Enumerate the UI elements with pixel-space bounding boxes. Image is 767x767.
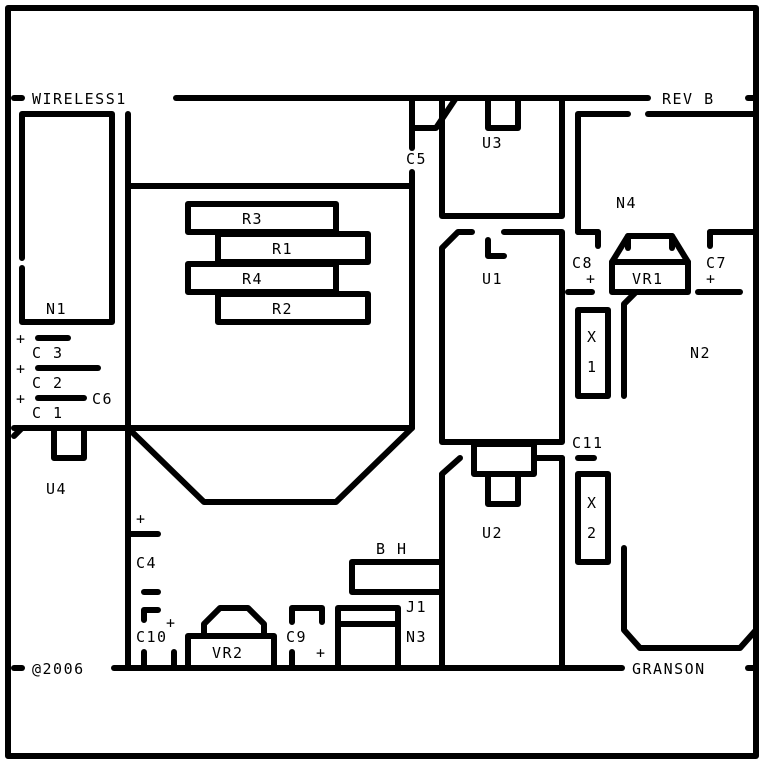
label-j1: J1 bbox=[406, 598, 427, 616]
label-c5: C5 bbox=[406, 150, 427, 168]
n3-outline bbox=[335, 605, 401, 671]
author-label: GRANSON bbox=[632, 660, 706, 678]
label-u3: U3 bbox=[482, 134, 503, 152]
x2-body bbox=[575, 471, 611, 565]
label-n3: N3 bbox=[406, 628, 427, 646]
n4-outline bbox=[575, 111, 631, 235]
label-n1: N1 bbox=[46, 300, 67, 318]
copyright-label: @2006 bbox=[32, 660, 85, 678]
label-c11: C11 bbox=[572, 434, 604, 452]
polarity-mark-c3: + bbox=[16, 330, 27, 348]
u2-heatsink bbox=[471, 441, 537, 477]
label-vr1: VR1 bbox=[632, 270, 664, 288]
polarity-mark-c4: + bbox=[136, 510, 147, 528]
label-c4: C4 bbox=[136, 554, 157, 572]
r2-body bbox=[215, 291, 371, 325]
u2-outline bbox=[439, 455, 463, 671]
label-u1: U1 bbox=[482, 270, 503, 288]
label-x2-top: X bbox=[587, 494, 598, 512]
label-vr2: VR2 bbox=[212, 644, 244, 662]
n1-outline bbox=[19, 111, 115, 325]
label-n2: N2 bbox=[690, 344, 711, 362]
label-c1: C 1 bbox=[32, 404, 64, 422]
u1-outline bbox=[439, 229, 565, 445]
u4-tab bbox=[51, 425, 87, 461]
revision-label: REV B bbox=[662, 90, 715, 108]
label-c6: C6 bbox=[92, 390, 113, 408]
c5-bracket bbox=[409, 95, 459, 131]
u1-tab bbox=[485, 237, 507, 259]
label-x1-top: X bbox=[587, 328, 598, 346]
vr2-outline bbox=[185, 633, 277, 671]
label-r4: R4 bbox=[242, 270, 263, 288]
label-c3: C 3 bbox=[32, 344, 64, 362]
polarity-mark-c8: + bbox=[586, 270, 597, 288]
polarity-mark-c1: + bbox=[16, 390, 27, 408]
label-c2: C 2 bbox=[32, 374, 64, 392]
u3-tab bbox=[485, 95, 521, 131]
polarity-mark-c10: + bbox=[166, 614, 177, 632]
label-r1: R1 bbox=[272, 240, 293, 258]
polarity-mark-c7: + bbox=[706, 270, 717, 288]
label-x2-bottom: 2 bbox=[587, 524, 598, 542]
label-r2: R2 bbox=[272, 300, 293, 318]
label-c7: C7 bbox=[706, 254, 727, 272]
label-n4: N4 bbox=[616, 194, 637, 212]
polarity-mark-c9: + bbox=[316, 644, 327, 662]
x1-body bbox=[575, 307, 611, 399]
c9-bracket bbox=[289, 605, 325, 625]
polarity-mark-c2: + bbox=[16, 360, 27, 378]
label-u2: U2 bbox=[482, 524, 503, 542]
n2-outline bbox=[621, 289, 639, 399]
label-bh: B H bbox=[376, 540, 408, 558]
board-border bbox=[5, 5, 759, 759]
u2-tab bbox=[485, 471, 521, 507]
label-r3: R3 bbox=[242, 210, 263, 228]
bh-connector bbox=[349, 559, 445, 595]
label-u4: U4 bbox=[46, 480, 67, 498]
label-c8: C8 bbox=[572, 254, 593, 272]
c10-bracket bbox=[141, 607, 161, 623]
label-c10: C10 bbox=[136, 628, 168, 646]
label-x1-bottom: 1 bbox=[587, 358, 598, 376]
u3-outline bbox=[439, 95, 565, 219]
board-title: WIRELESS1 bbox=[32, 90, 127, 108]
label-c9: C9 bbox=[286, 628, 307, 646]
